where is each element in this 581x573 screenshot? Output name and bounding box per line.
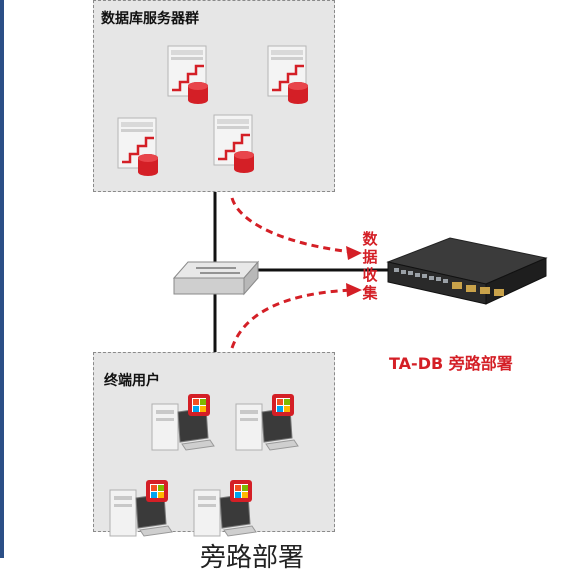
deployment-mode-label: TA-DB 旁路部署 bbox=[389, 354, 513, 373]
database-server-icon bbox=[166, 44, 210, 106]
desktop-pc-icon bbox=[235, 393, 299, 451]
collect-char: 收 bbox=[362, 266, 378, 284]
network-switch-icon bbox=[172, 260, 260, 296]
network-diagram bbox=[109, 44, 548, 537]
db-server-group-label: 数据库服务器群 bbox=[101, 11, 199, 27]
desktop-pc-icon bbox=[109, 479, 173, 537]
left-edge-bar bbox=[0, 0, 4, 558]
desktop-pc-icon bbox=[151, 393, 215, 451]
database-server-icon bbox=[266, 44, 310, 106]
arrowhead-icon bbox=[346, 246, 362, 260]
data-collection-label: 数 据 收 集 bbox=[360, 230, 380, 302]
ta-db-appliance-icon bbox=[386, 237, 548, 305]
desktop-pc-icon bbox=[193, 479, 257, 537]
collect-arrow-bottom bbox=[230, 288, 353, 349]
collect-arrow-top bbox=[230, 197, 353, 254]
collect-char: 据 bbox=[362, 248, 378, 266]
database-server-icon bbox=[116, 116, 160, 178]
arrowhead-icon bbox=[346, 283, 362, 297]
bottom-caption: 旁路部署 bbox=[200, 543, 305, 573]
database-server-icon bbox=[212, 113, 256, 175]
collect-char: 集 bbox=[362, 284, 378, 302]
collect-char: 数 bbox=[362, 230, 378, 248]
end-user-group-label: 终端用户 bbox=[104, 373, 160, 389]
